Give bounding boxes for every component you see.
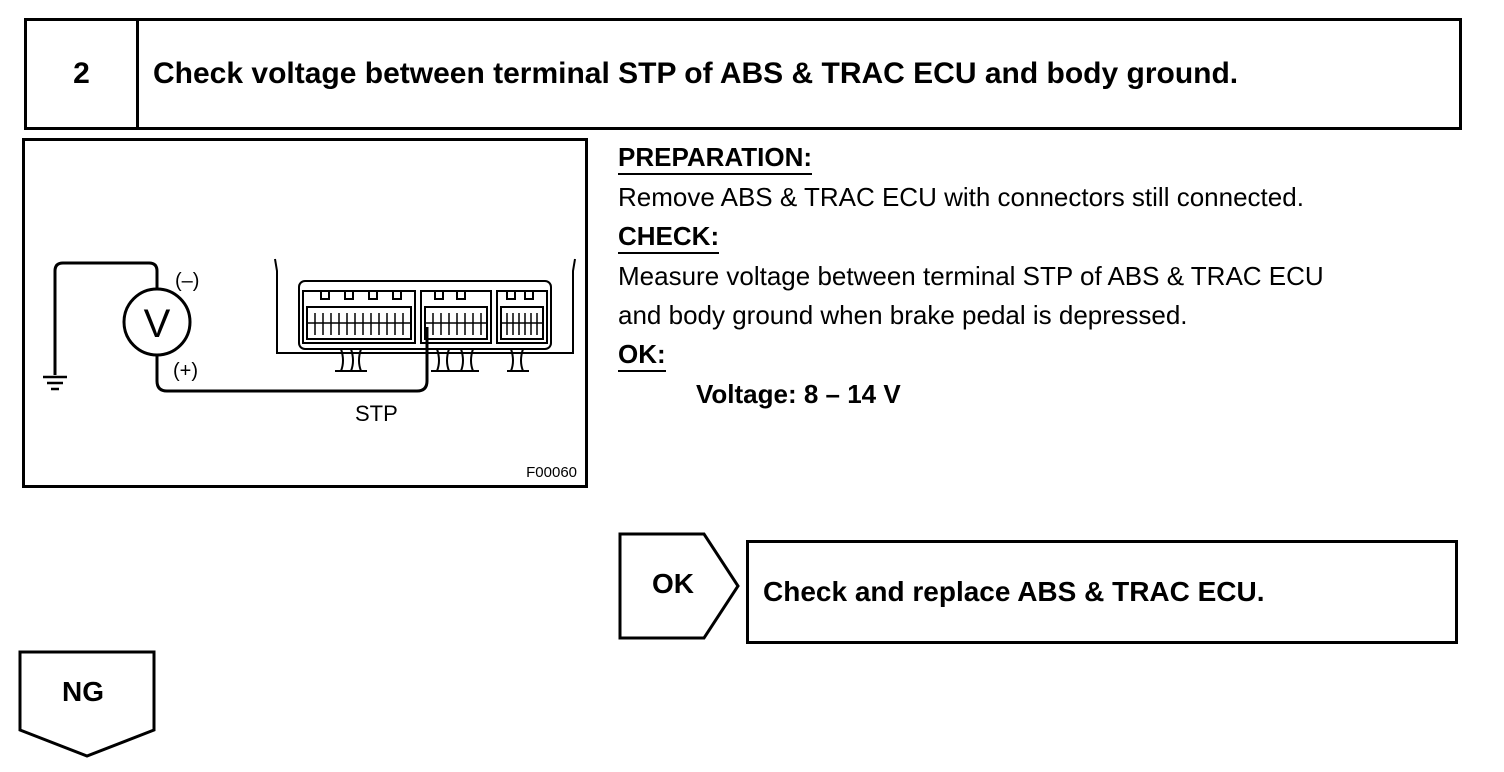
ok-heading: OK: <box>618 338 666 372</box>
preparation-text: Remove ABS & TRAC ECU with connectors st… <box>618 182 1304 212</box>
terminal-label: STP <box>355 401 398 426</box>
step-number: 2 <box>27 21 139 127</box>
ecu-connector-icon <box>274 258 576 354</box>
figure-id: F00060 <box>526 464 577 481</box>
voltage-spec: Voltage: 8 – 14 V <box>696 379 901 409</box>
ok-action-text: Check and replace ABS & TRAC ECU. <box>763 576 1265 607</box>
ok-tag-label: OK <box>652 568 694 599</box>
check-text-line-1: Measure voltage between terminal STP of … <box>618 261 1324 291</box>
voltmeter-icon <box>122 287 192 357</box>
ng-tag-label: NG <box>62 676 104 707</box>
meter-symbol: V <box>144 302 171 346</box>
positive-label: (+) <box>173 360 198 382</box>
ecu-terminals <box>307 313 543 335</box>
check-heading: CHECK: <box>618 220 720 254</box>
harness-wires <box>335 348 529 372</box>
preparation-heading: PREPARATION: <box>618 141 813 175</box>
ok-action-box: Check and replace ABS & TRAC ECU. <box>746 540 1458 644</box>
ok-result-tag: OK <box>618 532 742 640</box>
ground-icon <box>43 375 67 391</box>
wiring-figure: V (–) (+) STP F00060 <box>22 138 588 488</box>
step-title: Check voltage between terminal STP of AB… <box>153 57 1239 90</box>
check-text-line-2: and body ground when brake pedal is depr… <box>618 300 1188 330</box>
step-header: 2 Check voltage between terminal STP of … <box>24 18 1462 130</box>
instructions: PREPARATION: Remove ABS & TRAC ECU with … <box>618 138 1478 414</box>
arrow-down-icon <box>18 650 156 758</box>
wiring-diagram: V (–) (+) STP <box>43 258 576 426</box>
arrow-right-icon <box>618 532 740 640</box>
test-leads <box>53 261 429 393</box>
negative-label: (–) <box>175 270 199 292</box>
ng-result-tag: NG <box>18 650 158 760</box>
